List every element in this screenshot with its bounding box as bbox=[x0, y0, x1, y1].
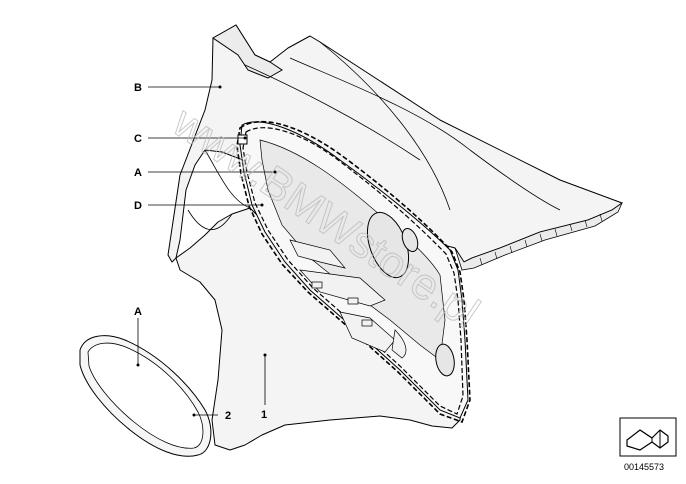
speaker-cutouts bbox=[366, 211, 455, 377]
leader-lines bbox=[137, 86, 275, 416]
callout-2: 2 bbox=[225, 410, 231, 422]
top-tab bbox=[212, 24, 283, 79]
callout-a-top: A bbox=[134, 167, 142, 179]
reference-icon-box bbox=[619, 417, 677, 457]
reference-number: 00145573 bbox=[624, 462, 664, 472]
callout-b: B bbox=[134, 82, 142, 94]
callout-1: 1 bbox=[261, 409, 267, 421]
seal-gasket-outer bbox=[236, 120, 471, 424]
callout-d: D bbox=[134, 200, 142, 212]
mounting-details bbox=[289, 239, 407, 359]
clip bbox=[237, 134, 248, 145]
leader-dots bbox=[136, 85, 277, 417]
speaker-cover bbox=[79, 335, 212, 457]
callout-c: C bbox=[134, 133, 142, 145]
edge-rib bbox=[454, 201, 623, 271]
rib-ticks bbox=[479, 213, 603, 266]
callout-a-bottom: A bbox=[134, 306, 142, 318]
